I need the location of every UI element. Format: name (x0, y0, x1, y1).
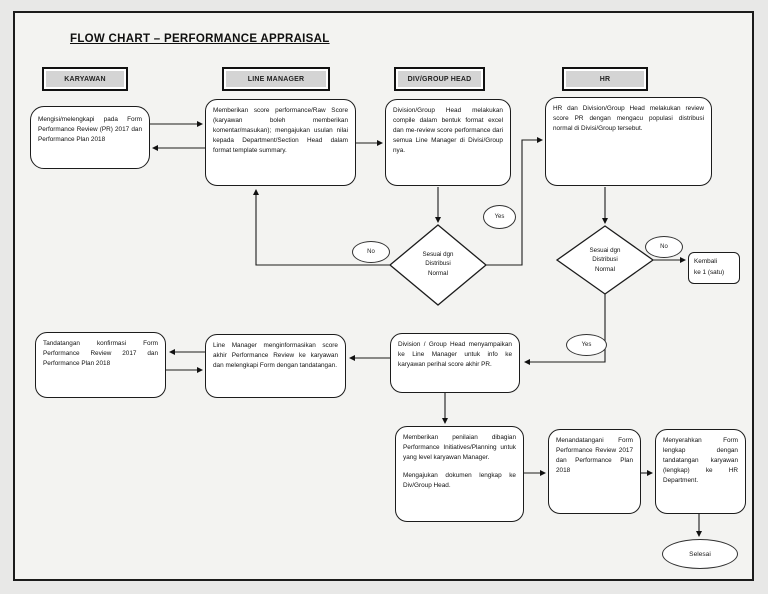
lane-header-div-group-head: DIV/GROUP HEAD (394, 67, 485, 91)
node-kembali-ke-1: Kembali ke 1 (satu) (688, 252, 740, 284)
lane-header-div-group-head-label: DIV/GROUP HEAD (398, 71, 481, 87)
decision1-no-label: No (352, 241, 390, 263)
lane-header-hr: HR (562, 67, 648, 91)
lane-header-karyawan: KARYAWAN (42, 67, 128, 91)
node-kembali-line1: Kembali (694, 258, 718, 265)
node-div-group-head-row2: Division / Group Head menyampaikan ke Li… (390, 333, 520, 393)
node-hr-row1: HR dan Division/Group Head melakukan rev… (545, 97, 712, 186)
decision1-label: Sesuai dgn Distribusi Normal (398, 250, 478, 278)
decision1-line3: Normal (428, 269, 448, 277)
node-kembali-line2: ke 1 (satu) (694, 268, 725, 276)
node-penilaian: Memberikan penilaian dibagian Performanc… (395, 426, 524, 522)
lane-header-hr-label: HR (566, 71, 644, 87)
lane-header-karyawan-label: KARYAWAN (46, 71, 124, 87)
node-karyawan-row1: Mengisi/melengkapi pada Form Performance… (30, 106, 150, 169)
decision1-yes-label: Yes (483, 205, 516, 229)
page-title: FLOW CHART – PERFORMANCE APPRAISAL (70, 33, 330, 45)
lane-header-line-manager-label: LINE MANAGER (226, 71, 326, 87)
decision2-line3: Normal (595, 265, 615, 273)
node-line-manager-row1: Memberikan score performance/Raw Score (… (205, 99, 356, 186)
lane-header-line-manager: LINE MANAGER (222, 67, 330, 91)
node-line-manager-row2: Line Manager menginformasikan score akhi… (205, 334, 346, 398)
decision2-label: Sesuai dgn Distribusi Normal (565, 246, 645, 274)
node-penilaian-paragraph2: Mengajukan dokumen lengkap ke Div/Group … (403, 471, 516, 489)
node-div-group-head-row1: Division/Group Head melakukan compile da… (385, 99, 511, 186)
terminator-selesai: Selesai (662, 539, 738, 569)
decision2-yes-label: Yes (566, 334, 607, 356)
node-penilaian-paragraph1: Memberikan penilaian dibagian Performanc… (403, 434, 516, 461)
decision2-line2: Distribusi (592, 256, 618, 264)
decision2-no-label: No (645, 236, 683, 258)
node-karyawan-row2: Tandatangan konfirmasi Form Performance … (35, 332, 166, 398)
decision2-line1: Sesuai dgn (589, 247, 621, 254)
decision1-line2: Distribusi (425, 260, 451, 268)
node-menandatangani: Menandatangani Form Performance Review 2… (548, 429, 641, 514)
decision1-line1: Sesuai dgn (422, 251, 454, 258)
node-menyerahkan: Menyerahkan Form lengkap dengan tandatan… (655, 429, 746, 514)
